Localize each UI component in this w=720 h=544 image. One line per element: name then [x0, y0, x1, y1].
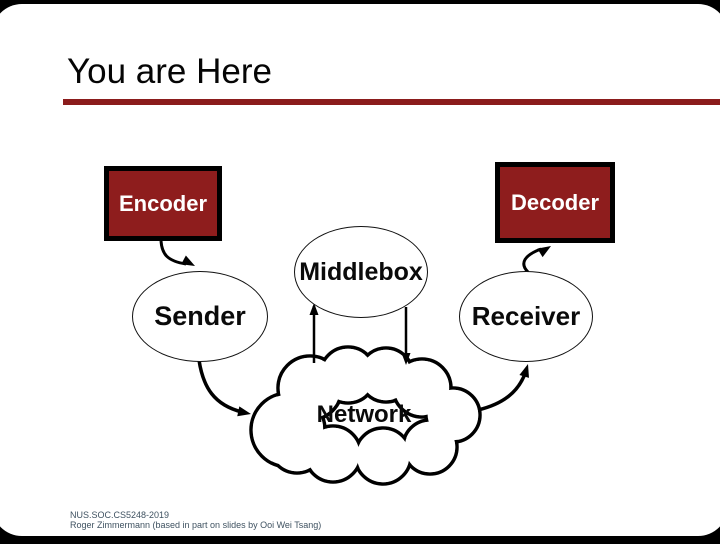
receiver-label: Receiver [471, 301, 581, 331]
decoder-label: Decoder [510, 189, 600, 215]
encoder-label: Encoder [118, 190, 208, 216]
arrow-network-to-middlebox [309, 303, 319, 363]
arrow-network-to-receiver [477, 364, 529, 412]
arrow-sender-to-network [197, 359, 251, 417]
footer-course-code: NUS.SOC.CS5248-2019 [70, 510, 170, 520]
middlebox-node: Middlebox [294, 226, 428, 318]
footer-credit: Roger Zimmermann (based in part on slide… [70, 520, 322, 530]
receiver-node: Receiver [459, 271, 593, 362]
sender-label: Sender [154, 301, 246, 331]
arrow-middlebox-to-network [401, 307, 411, 365]
decoder-box: Decoder [495, 162, 615, 243]
slide-canvas: You are Here [0, 4, 720, 536]
middlebox-label: Middlebox [299, 257, 423, 286]
arrow-encoder-to-sender [159, 240, 195, 266]
network-cloud-fill [252, 348, 479, 483]
sender-node: Sender [132, 271, 268, 362]
network-label: Network [316, 401, 412, 428]
title-underline [63, 99, 720, 105]
encoder-box: Encoder [104, 166, 222, 241]
diagram-connectors-layer [159, 240, 551, 486]
slide-title: You are Here [67, 52, 272, 91]
arrow-receiver-to-decoder [522, 246, 551, 274]
slide-footer: NUS.SOC.CS5248-2019 Roger Zimmermann (ba… [70, 510, 321, 530]
